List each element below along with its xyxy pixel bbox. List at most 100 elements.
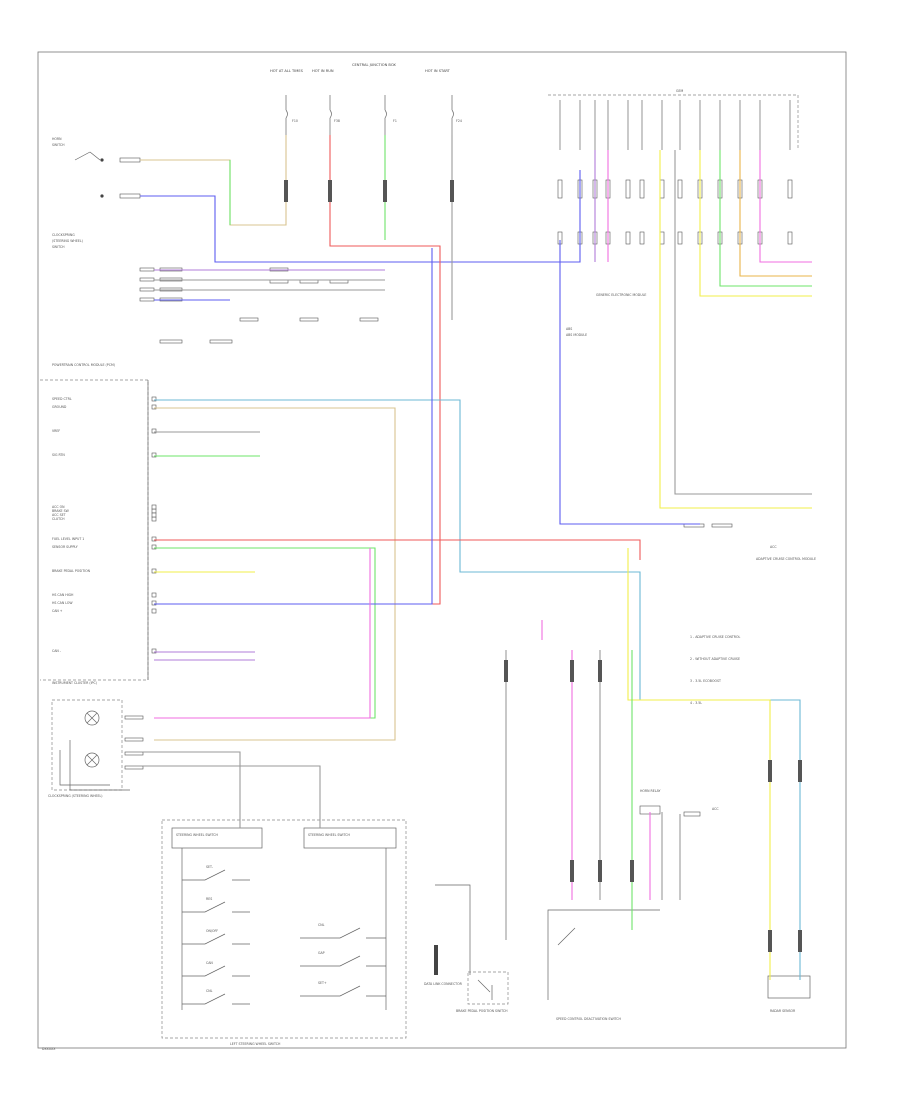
gem-connector: [659, 179, 665, 199]
inline-connector: [798, 930, 802, 952]
switch-contact-label: CNL: [318, 923, 325, 927]
wire-grey: [674, 150, 812, 495]
top-sources: HOT AT ALL TIMES HOT IN RUN CENTRAL JUNC…: [270, 63, 462, 135]
pcm-pin: [151, 536, 157, 542]
source-label-2: HOT IN RUN: [312, 69, 334, 73]
wire-red: [154, 135, 441, 605]
pcm-pin-label: GROUND: [52, 405, 67, 409]
pcm-pin-label: BRAKE SW: [52, 509, 70, 513]
pcm-block: POWERTRAIN CONTROL MODULE (PCM) SPEED CT…: [40, 363, 157, 681]
gem-connector: [677, 179, 683, 199]
inline-connector: [598, 660, 602, 682]
inline-connector: [328, 180, 332, 202]
fuse-label-2: F38: [334, 119, 340, 123]
pcm-pin: [151, 396, 157, 402]
pcm-pin-label: CLUTCH: [52, 517, 65, 521]
pcm-pin: [151, 452, 157, 458]
fuse-symbol-3: [384, 95, 387, 135]
svg-text:ABS: ABS: [566, 327, 572, 331]
pcm-pin-label: VREF: [52, 429, 60, 433]
switch-contact: [182, 869, 250, 881]
gem-connector: [787, 179, 793, 199]
pcm-pin-label: SPEED CTRL: [52, 397, 72, 401]
svg-text:SWITCH: SWITCH: [52, 143, 65, 147]
svg-text:ACC: ACC: [712, 807, 719, 811]
pcm-pin-label: HS CAN LOW: [52, 601, 73, 605]
wire-yellow: [659, 150, 812, 509]
pcm-pin-label: SENSOR SUPPLY: [52, 545, 78, 549]
wire-yellow: [627, 548, 771, 980]
fuse-symbol-4: [451, 95, 454, 135]
switch-contact: [182, 965, 250, 977]
pcm-pin-label: FUEL LEVEL INPUT 1: [52, 537, 84, 541]
abs-label: ABS MODULE: [566, 333, 587, 337]
switch-contact-label: CNL: [206, 989, 213, 993]
gem-label: GENERIC ELECTRONIC MODULE: [596, 293, 646, 297]
bottom-components: DATA LINK CONNECTOR BRAKE PEDAL POSITION…: [424, 789, 811, 1021]
wire-tan: [140, 135, 287, 226]
switch-contact-label: CAN: [206, 961, 213, 965]
speed-control-label: SPEED CONTROL DEACTIVATION SWITCH: [556, 1017, 622, 1021]
acc-module-label: ADAPTIVE CRUISE CONTROL MODULE: [756, 557, 816, 561]
wire-pink: [759, 150, 812, 263]
inline-connector: [598, 860, 602, 882]
brake-pedal-label: BRAKE PEDAL POSITION SWITCH: [456, 1009, 508, 1013]
switch-contact: [182, 993, 250, 1005]
wire-lightblue: [154, 399, 801, 980]
switch-header-left: STEERING WHEEL SWITCH: [176, 833, 218, 837]
switch-contact: [300, 985, 386, 997]
svg-text:HORN: HORN: [52, 137, 62, 141]
pcm-pin: [151, 428, 157, 434]
pcm-label: POWERTRAIN CONTROL MODULE (PCM): [52, 363, 115, 367]
ipc-lamp-2: [84, 752, 100, 768]
switch-contact-label: SET+: [318, 981, 327, 985]
wire-grey: [143, 765, 321, 828]
pcm-pin-label: SIG RTN: [52, 453, 65, 457]
fuse-symbol-2: [329, 95, 332, 135]
pcm-pin: [151, 504, 157, 510]
legend-item-1: 1 - ADAPTIVE CRUISE CONTROL: [690, 635, 741, 639]
wire-blue: [559, 240, 700, 525]
legend: 1 - ADAPTIVE CRUISE CONTROL 2 - WITHOUT …: [690, 635, 741, 705]
wire-green: [719, 150, 812, 287]
source-label-3: CENTRAL JUNCTION BOX: [352, 63, 396, 67]
ipc-area: INSTRUMENT CLUSTER (IPC) CLOCKSPRING (ST…: [48, 681, 144, 798]
pcm-pin: [151, 608, 157, 614]
pcm-pin-labels: SPEED CTRL GROUND VREF SIG RTN BRAKE SW CLUTC…: [52, 396, 157, 654]
diagram-frame: [37, 51, 847, 1049]
gem-connector: [659, 231, 665, 245]
svg-text:CLOCKSPRING: CLOCKSPRING: [52, 233, 75, 237]
ipc-label: INSTRUMENT CLUSTER (IPC): [52, 681, 97, 685]
inline-connector: [570, 660, 574, 682]
gem-connector: [625, 231, 631, 245]
gem-connector: [639, 179, 645, 199]
fuse-label-3: F1: [393, 119, 397, 123]
horn-switch-symbol: [74, 151, 101, 161]
wire-red: [154, 539, 641, 560]
fuse-label-4: F24: [456, 119, 462, 123]
pcm-pin: [151, 592, 157, 598]
source-label-1: HOT AT ALL TIMES: [270, 69, 304, 73]
inline-connector: [450, 180, 454, 202]
wire-tan: [154, 407, 396, 741]
inline-connector: [504, 660, 508, 682]
pcm-pin: [151, 516, 157, 522]
pcm-pin: [151, 568, 157, 574]
pcm-pin: [151, 512, 157, 518]
clockspring-lower-label: CLOCKSPRING (STEERING WHEEL): [48, 794, 103, 798]
pcm-pin: [151, 600, 157, 606]
switch-contact-label: GAP: [318, 951, 325, 955]
wire-blue: [140, 170, 581, 263]
gem-connector: [677, 231, 683, 245]
gem-connector: [639, 231, 645, 245]
radar-label: RADAR SENSOR: [770, 1009, 796, 1013]
source-label-4: HOT IN START: [425, 69, 451, 73]
svg-text:(STEERING WHEEL): (STEERING WHEEL): [52, 239, 83, 243]
pcm-pin: [151, 648, 157, 654]
pcm-pin-label: CAN -: [52, 649, 61, 653]
pcm-pin: [151, 404, 157, 410]
wire-blue: [154, 248, 433, 605]
fuse-symbol-1: [285, 95, 288, 135]
wire-yellow: [699, 150, 812, 297]
